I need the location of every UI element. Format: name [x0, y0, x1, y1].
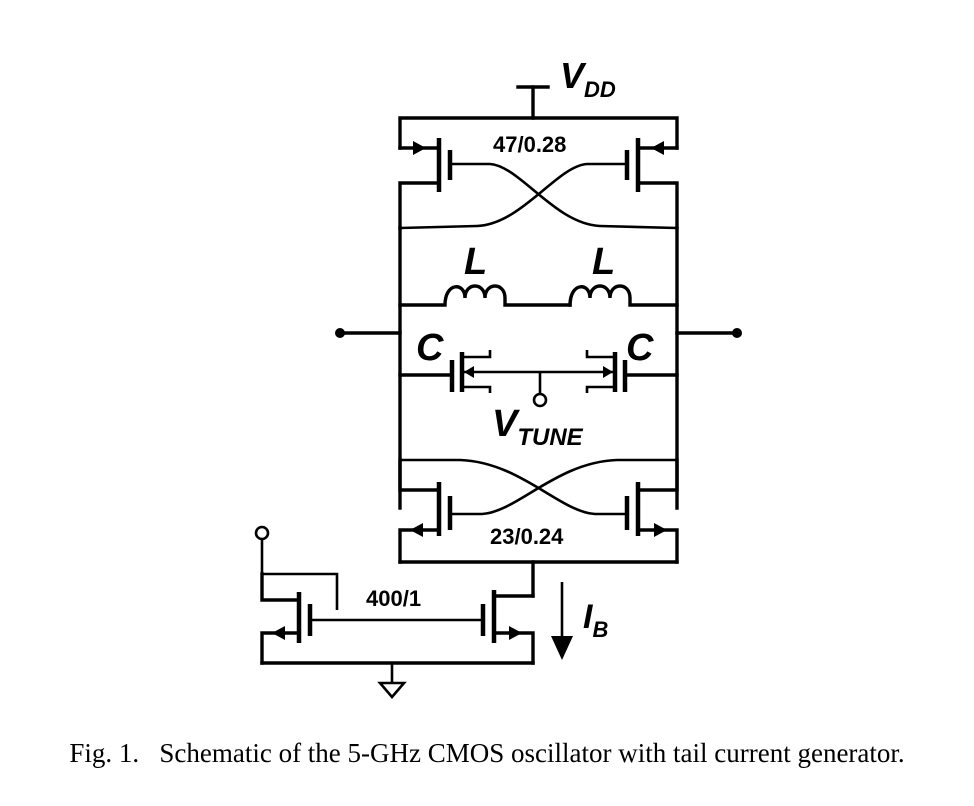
pmos-left	[398, 138, 453, 230]
nmos-size-label: 23/0.24	[490, 524, 564, 549]
vtune-subscript: TUNE	[517, 424, 583, 451]
cap-left-label: C	[416, 327, 444, 369]
varactor-left	[398, 350, 540, 393]
output-right	[675, 328, 742, 338]
mirror-size-label: 400/1	[366, 586, 421, 611]
vdd-rail	[398, 116, 679, 150]
svg-text:VDD: VDD	[560, 55, 616, 102]
caption-number: Fig. 1.	[69, 738, 140, 768]
mirror-output-transistor	[480, 590, 535, 665]
figure-caption: Fig. 1. Schematic of the 5-GHz CMOS osci…	[0, 738, 974, 769]
vdd-supply: VDD	[516, 55, 616, 120]
cap-right-label: C	[626, 327, 654, 369]
pmos-cross-coupling	[399, 162, 678, 230]
nmos-right	[624, 458, 679, 564]
inductor-right-label: L	[592, 241, 615, 283]
vtune-terminal	[532, 372, 548, 408]
ib-label: I	[583, 598, 594, 636]
inductor-left-label: L	[464, 241, 487, 283]
vdd-label: V	[560, 55, 587, 96]
inductor-right	[568, 284, 679, 307]
vdd-subscript: DD	[584, 77, 616, 102]
nmos-cross-coupling	[400, 458, 677, 516]
caption-text: Schematic of the 5-GHz CMOS oscillator w…	[159, 738, 905, 768]
mirror-diode-transistor	[260, 572, 339, 665]
pmos-right	[624, 138, 679, 230]
inductor-left	[398, 284, 572, 307]
bias-current-arrow	[551, 582, 573, 660]
pmos-size-label: 47/0.28	[493, 132, 566, 157]
ground-icon	[377, 663, 407, 699]
output-left	[335, 328, 402, 338]
svg-text:IB: IB	[583, 598, 608, 642]
varactor-right	[540, 350, 679, 393]
nmos-left	[398, 458, 453, 564]
oscillator-schematic: VDD 47/0.28 L L	[254, 55, 742, 699]
svg-text:VTUNE: VTUNE	[492, 403, 584, 451]
vtune-label: V	[492, 403, 520, 445]
mirror-bias-input	[254, 525, 270, 574]
ib-subscript: B	[592, 617, 608, 642]
